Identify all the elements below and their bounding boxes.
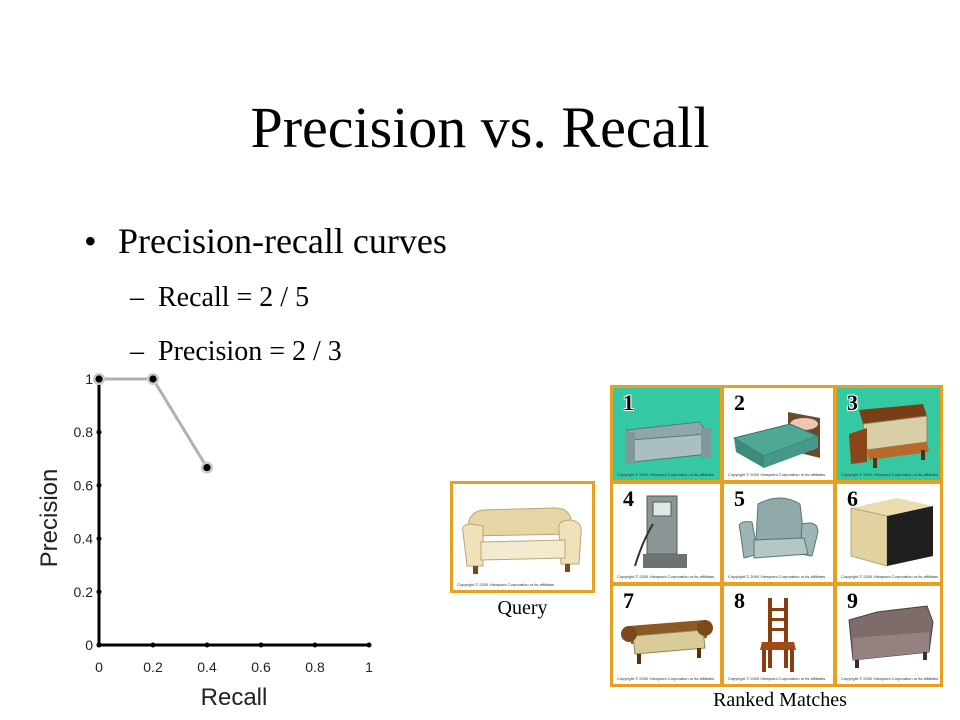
y-tick-dot — [96, 642, 102, 648]
rank-number: 9 — [847, 588, 858, 613]
y-tick-dot — [96, 536, 102, 542]
match-tile: 3 Copyright © 2000 Viewpoint Corporation… — [834, 385, 943, 483]
query-copyright: Copyright © 2000 Viewpoint Corporation o… — [457, 582, 555, 587]
rank-number: 7 — [623, 588, 634, 613]
sub-bullet-text: Recall = 2 / 5 — [158, 282, 310, 313]
rank-number: 3 — [847, 390, 858, 415]
precision-recall-line — [99, 377, 209, 469]
copyright-text: Copyright © 2000 Viewpoint Corporation o… — [617, 676, 715, 681]
y-tick-label: 0.6 — [74, 477, 94, 493]
y-tick-label: 0.4 — [74, 531, 94, 547]
copyright-text: Copyright © 2000 Viewpoint Corporation o… — [617, 574, 715, 579]
data-point-halo — [93, 373, 105, 385]
match-tile: 8 Copyright © 2000 Viewpoint Corporation… — [721, 583, 836, 687]
data-point — [149, 375, 157, 383]
x-tick-label: 0.2 — [143, 659, 163, 675]
y-tick-label: 1 — [85, 371, 93, 387]
match-tile: 5 Copyright © 2000 Viewpoint Corporation… — [721, 481, 836, 585]
x-tick-dot — [150, 642, 156, 648]
sub-bullet-precision: –Precision = 2 / 3 — [130, 332, 342, 372]
copyright-text: Copyright © 2000 Viewpoint Corporation o… — [728, 574, 826, 579]
bullet-text: Precision-recall curves — [118, 221, 447, 261]
y-tick-label: 0.2 — [74, 584, 94, 600]
copyright-text: Copyright © 2000 Viewpoint Corporation o… — [841, 574, 939, 579]
bed-thumbnail — [732, 412, 820, 468]
match-tile: 9 Copyright © 2000 Viewpoint Corporation… — [834, 583, 943, 687]
rank-number: 5 — [734, 486, 745, 511]
data-point — [95, 375, 103, 383]
copyright-text: Copyright © 2000 Viewpoint Corporation o… — [728, 676, 826, 681]
x-tick-label: 0 — [95, 659, 103, 675]
y-tick-label: 0 — [85, 637, 93, 653]
data-point-halo — [201, 461, 213, 474]
rank-number: 2 — [734, 390, 745, 415]
match-tile: 1 Copyright © 2000 Viewpoint Corporation… — [610, 385, 723, 483]
x-tick-label: 1 — [365, 659, 373, 675]
x-tick-dot — [204, 642, 210, 648]
armchair-thumbnail — [738, 497, 819, 559]
settee-thumbnail — [621, 620, 713, 664]
query-caption: Query — [497, 597, 548, 619]
copyright-text: Copyright © 2000 Viewpoint Corporation o… — [728, 472, 826, 477]
ladder-back-chair-thumbnail — [760, 598, 796, 672]
match-tile: 4 Copyright © 2000 Viewpoint Corporation… — [610, 481, 723, 585]
x-tick-dot — [312, 642, 318, 648]
copyright-text: Copyright © 2000 Viewpoint Corporation o… — [841, 676, 939, 681]
query-sofa-thumbnail — [462, 507, 582, 574]
rank-number: 1 — [623, 390, 634, 415]
match-tile: 6 Copyright © 2000 Viewpoint Corporation… — [834, 481, 943, 585]
sub-bullet-marker: – — [130, 336, 144, 367]
y-tick-dot — [96, 376, 102, 382]
x-tick-label: 0.6 — [251, 659, 271, 675]
y-tick-label: 0.8 — [74, 424, 94, 440]
y-tick-dot — [96, 482, 102, 488]
x-tick-dot — [258, 642, 264, 648]
y-tick-dot — [96, 589, 102, 595]
sub-bullet-marker: – — [130, 282, 144, 313]
data-point — [203, 463, 211, 472]
data-point-halo — [147, 373, 159, 385]
copyright-text: Copyright © 2000 Viewpoint Corporation o… — [617, 472, 715, 477]
rank-number: 8 — [734, 588, 745, 613]
x-tick-label: 0.4 — [197, 659, 217, 675]
bullet-precision-recall-curves: • Precision-recall curves — [84, 216, 447, 266]
daybed-thumbnail — [849, 404, 929, 468]
match-tile: 2 Copyright © 2000 Viewpoint Corporation… — [721, 385, 836, 483]
sofa-thumbnail — [625, 421, 711, 464]
bullet-marker: • — [84, 221, 97, 261]
chaise-sofa-thumbnail — [848, 605, 934, 668]
match-tile: 7 Copyright © 2000 Viewpoint Corporation… — [610, 583, 723, 687]
dresser-thumbnail — [850, 498, 933, 567]
x-axis-title: Recall — [201, 684, 268, 711]
x-tick-dot — [96, 642, 102, 648]
sub-bullet-recall: –Recall = 2 / 5 — [130, 278, 309, 318]
y-axis-title: Precision — [36, 469, 63, 568]
ranked-matches-caption: Ranked Matches — [713, 689, 847, 711]
rank-number: 4 — [623, 486, 634, 511]
query-image: Copyright © 2000 Viewpoint Corporation o… — [450, 481, 595, 593]
copyright-text: Copyright © 2000 Viewpoint Corporation o… — [841, 472, 939, 477]
rank-number: 6 — [847, 486, 858, 511]
x-tick-dot — [366, 642, 372, 648]
sub-bullet-text: Precision = 2 / 3 — [158, 336, 342, 367]
slide-title: Precision vs. Recall — [250, 95, 710, 160]
x-tick-label: 0.8 — [305, 659, 325, 675]
y-tick-dot — [96, 429, 102, 435]
gas-pump-thumbnail — [634, 495, 687, 568]
